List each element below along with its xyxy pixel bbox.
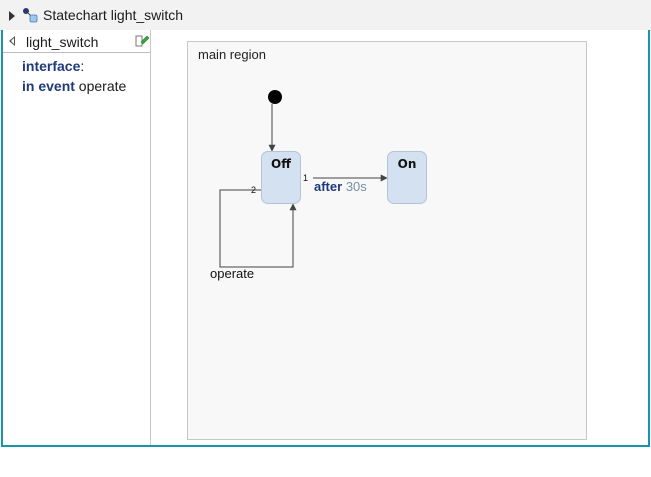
- editor-tab-bar: Statechart light_switch: [0, 0, 651, 31]
- definition-keyword: interface: [22, 58, 81, 74]
- transition-priority: 2: [251, 185, 257, 195]
- definition-panel: light_switch interface: in event operate: [3, 30, 151, 445]
- state-name: Off: [271, 157, 291, 171]
- definition-line: interface:: [22, 56, 126, 76]
- transition-layer: [219, 90, 388, 268]
- edit-definition-icon[interactable]: [134, 33, 150, 49]
- editor-tab-title[interactable]: Statechart light_switch: [43, 7, 184, 23]
- diagram-canvas[interactable]: main region Off On 1 after 30s: [151, 30, 648, 445]
- state-on[interactable]: On: [387, 151, 427, 204]
- self-transition-off[interactable]: [219, 189, 297, 268]
- definition-text[interactable]: interface: in event operate: [22, 56, 126, 96]
- definition-rest: operate: [74, 78, 127, 94]
- transition-value: 30s: [345, 179, 367, 194]
- state-off[interactable]: Off: [261, 151, 301, 204]
- transition-priority: 1: [303, 173, 309, 183]
- state-name: On: [397, 157, 417, 171]
- statechart-editor: light_switch interface: in event operate…: [1, 30, 650, 447]
- statechart-name: light_switch: [26, 34, 99, 50]
- initial-state[interactable]: [268, 90, 282, 104]
- transition-keyword: after: [314, 179, 343, 194]
- main-region[interactable]: main region Off On 1 after 30s: [187, 41, 587, 440]
- definition-rest: :: [80, 58, 85, 74]
- expand-arrow-icon[interactable]: [9, 11, 15, 21]
- transition-label-after[interactable]: after 30s: [314, 179, 367, 194]
- region-label: main region: [198, 47, 266, 62]
- collapse-panel-icon[interactable]: [9, 36, 15, 46]
- definition-panel-header: light_switch: [3, 30, 150, 53]
- statechart-icon: [23, 8, 38, 23]
- transition-label-operate[interactable]: operate: [210, 266, 255, 281]
- definition-keyword: in event: [22, 78, 75, 94]
- definition-line: in event operate: [22, 76, 126, 96]
